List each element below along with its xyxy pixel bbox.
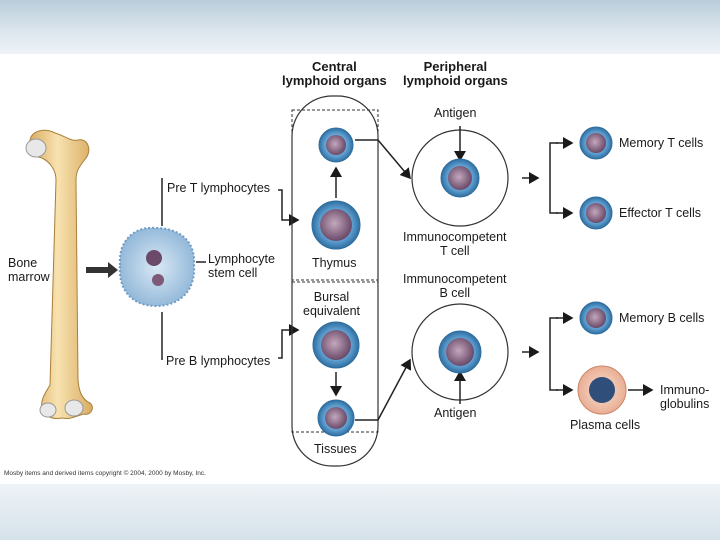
effector-t-cell [579, 196, 613, 230]
lymphocyte-stem-cell [118, 226, 196, 308]
copyright-notice: Mosby items and derived items copyright … [4, 470, 206, 477]
thymus-cell-bottom [311, 200, 361, 250]
label-antigen-bottom: Antigen [434, 406, 477, 420]
label-tissues: Tissues [314, 442, 357, 456]
peripheral-t-cell [440, 158, 480, 198]
label-pre-b: Pre B lymphocytes [166, 354, 271, 368]
plasma-cell [577, 365, 627, 415]
label-memory-t: Memory T cells [619, 136, 704, 150]
slide-header-band [0, 0, 720, 54]
peripheral-b-cell [438, 330, 482, 374]
memory-b-cell [579, 301, 613, 335]
label-thymus: Thymus [312, 256, 357, 270]
label-memory-b: Memory B cells [619, 311, 705, 325]
label-effector-t: Effector T cells [619, 206, 701, 220]
label-immunoglobulins: Immuno-globulins [660, 383, 710, 411]
label-antigen-top: Antigen [434, 106, 477, 120]
label-plasma: Plasma cells [570, 418, 641, 432]
tissues-cell [317, 399, 355, 437]
slide-footer-band [0, 484, 720, 540]
bursal-cell [312, 321, 360, 369]
thymus-cell-top [318, 127, 354, 163]
memory-t-cell [579, 126, 613, 160]
label-pre-t: Pre T lymphocytes [167, 181, 271, 195]
marrow-arrow [86, 262, 118, 278]
femur-bone [25, 129, 93, 419]
